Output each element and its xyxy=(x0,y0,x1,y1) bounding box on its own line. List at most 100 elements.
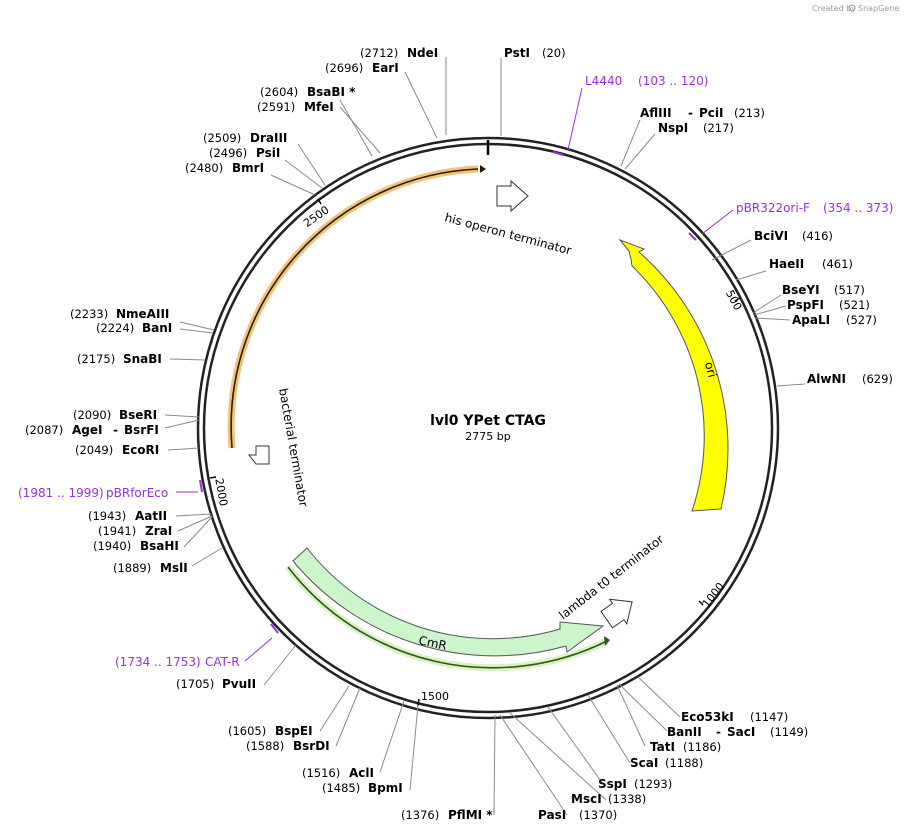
site-apali[interactable]: ApaLI xyxy=(792,313,830,327)
site-bmri-pos: (2480) xyxy=(185,161,223,175)
site-haeii[interactable]: HaeII xyxy=(769,257,804,271)
site-bmri[interactable]: BmrI xyxy=(232,161,264,175)
plasmid-name: lvl0 YPet CTAG xyxy=(430,413,546,429)
tick-500 xyxy=(734,297,741,302)
site-bsrdi-pos: (1588) xyxy=(246,739,284,753)
his-operon-terminator-symbol xyxy=(496,179,529,213)
primer-pbrforeco[interactable]: (1981 .. 1999) pBRforEco xyxy=(18,479,203,500)
primer-l4440-name: L4440 xyxy=(585,74,622,88)
site-msci[interactable]: MscI xyxy=(571,792,602,806)
site-pspfi-pos: (521) xyxy=(839,298,870,312)
tick-2500 xyxy=(317,198,322,205)
site-bpmi[interactable]: BpmI xyxy=(368,781,403,795)
site-afliii[interactable]: AflIII xyxy=(640,106,672,120)
brand-text: SnapGene xyxy=(858,4,899,13)
site-saci[interactable]: SacI xyxy=(727,725,755,739)
primer-l4440[interactable]: L4440 (103 .. 120) xyxy=(552,74,708,156)
site-apali-pos: (527) xyxy=(846,313,877,327)
site-bseri[interactable]: BseRI xyxy=(119,408,157,422)
site-mfei[interactable]: MfeI xyxy=(304,100,334,114)
cmr-underline-arrowhead xyxy=(604,636,610,646)
site-bsahi-pos: (1940) xyxy=(93,539,131,553)
site-bcivi[interactable]: BciVI xyxy=(754,229,788,243)
site-pvuii-pos: (1705) xyxy=(176,677,214,691)
site-eco53ki[interactable]: Eco53kI xyxy=(681,710,734,724)
site-ecori[interactable]: EcoRI xyxy=(122,443,159,457)
site-alwni-pos: (629) xyxy=(862,372,893,386)
site-bspei[interactable]: BspEI xyxy=(275,724,313,738)
site-pcii-pos: (213) xyxy=(734,106,765,120)
plasmid-length: 2775 bp xyxy=(465,430,510,443)
site-bsrdi[interactable]: BsrDI xyxy=(293,739,330,753)
primer-cat-r-name: CAT-R xyxy=(205,655,240,669)
site-bseyi[interactable]: BseYI xyxy=(782,283,820,297)
bacterial-terminator-label: bacterial terminator xyxy=(276,387,311,508)
site-snabi-pos: (2175) xyxy=(77,352,115,366)
site-pflmi-pos: (1376) xyxy=(401,808,439,822)
site-aatii-pos: (1943) xyxy=(88,509,126,523)
site-nmeaiii[interactable]: NmeAIII xyxy=(116,307,169,321)
primer-pbr322ori-range: (354 .. 373) xyxy=(823,201,893,215)
site-pflmi[interactable]: PflMI * xyxy=(448,808,493,822)
site-zrai-pos: (1941) xyxy=(98,524,136,538)
site-nspi-pos: (217) xyxy=(703,121,734,135)
lambda-t0-terminator-symbol xyxy=(600,598,633,629)
site-bsahi[interactable]: BsaHI xyxy=(140,539,179,553)
site-sspi[interactable]: SspI xyxy=(598,777,627,791)
his-operon-terminator-arc xyxy=(230,168,479,449)
site-draiii-pos: (2509) xyxy=(203,131,241,145)
site-nspi[interactable]: NspI xyxy=(658,121,688,135)
site-eari[interactable]: EarI xyxy=(372,61,399,75)
site-banii[interactable]: BanII xyxy=(667,725,702,739)
cmr-feature[interactable] xyxy=(292,547,605,657)
site-bani-pos: (2224) xyxy=(96,321,134,335)
tick-label-1000: 1000 xyxy=(700,580,727,610)
site-tati-pos: (1186) xyxy=(683,740,721,754)
site-psti-pos: (20) xyxy=(542,46,566,60)
site-tati[interactable]: TatI xyxy=(650,740,675,754)
site-pvuii[interactable]: PvuII xyxy=(222,677,256,691)
primer-pbrforeco-range: (1981 .. 1999) xyxy=(18,486,104,500)
bacterial-terminator-symbol xyxy=(247,445,270,465)
site-pspfi[interactable]: PspFI xyxy=(787,298,824,312)
backbone-outer-ring xyxy=(196,136,780,720)
site-ndei[interactable]: NdeI xyxy=(407,46,438,60)
site-mfei-pos: (2591) xyxy=(257,100,295,114)
primer-cat-r-range: (1734 .. 1753) xyxy=(115,655,201,669)
his-operon-terminator-arrowhead xyxy=(480,165,486,173)
site-agei-sep: - xyxy=(113,423,118,437)
site-bseyi-pos: (517) xyxy=(834,283,865,297)
ori-feature[interactable] xyxy=(618,238,729,512)
site-snabi[interactable]: SnaBI xyxy=(123,352,162,366)
site-haeii-pos: (461) xyxy=(822,257,853,271)
site-pcii[interactable]: PciI xyxy=(699,106,724,120)
site-bseri-pos: (2090) xyxy=(73,408,111,422)
primer-cat-r[interactable]: (1734 .. 1753) CAT-R xyxy=(115,623,279,669)
site-pasi[interactable]: PasI xyxy=(538,808,566,822)
site-bsabi[interactable]: BsaBI * xyxy=(307,85,356,99)
site-msli[interactable]: MslI xyxy=(160,561,188,575)
site-acli-pos: (1516) xyxy=(302,766,340,780)
primer-pbr322ori-name: pBR322ori-F xyxy=(736,201,810,215)
site-psii[interactable]: PsiI xyxy=(256,146,280,160)
primer-pbr322ori-f[interactable]: pBR322ori-F (354 .. 373) xyxy=(688,201,893,241)
site-psti[interactable]: PstI xyxy=(504,46,530,60)
site-eco53ki-pos: (1147) xyxy=(750,710,788,724)
site-acli[interactable]: AclI xyxy=(349,766,374,780)
tick-2000 xyxy=(209,476,217,479)
site-bcivi-pos: (416) xyxy=(802,229,833,243)
site-pasi-pos: (1370) xyxy=(579,808,617,822)
site-alwni[interactable]: AlwNI xyxy=(807,372,846,386)
site-afliii-sep: - xyxy=(688,106,693,120)
site-bsrfi[interactable]: BsrFI xyxy=(124,423,159,437)
site-zrai[interactable]: ZraI xyxy=(145,524,172,538)
site-draiii[interactable]: DraIII xyxy=(250,131,287,145)
site-leader-lines xyxy=(164,57,806,816)
site-msci-pos: (1338) xyxy=(608,792,646,806)
site-scai[interactable]: ScaI xyxy=(630,756,658,770)
site-bani[interactable]: BanI xyxy=(142,321,172,335)
site-aatii[interactable]: AatII xyxy=(135,509,167,523)
site-agei[interactable]: AgeI xyxy=(72,423,102,437)
tick-label-500: 500 xyxy=(723,288,744,313)
